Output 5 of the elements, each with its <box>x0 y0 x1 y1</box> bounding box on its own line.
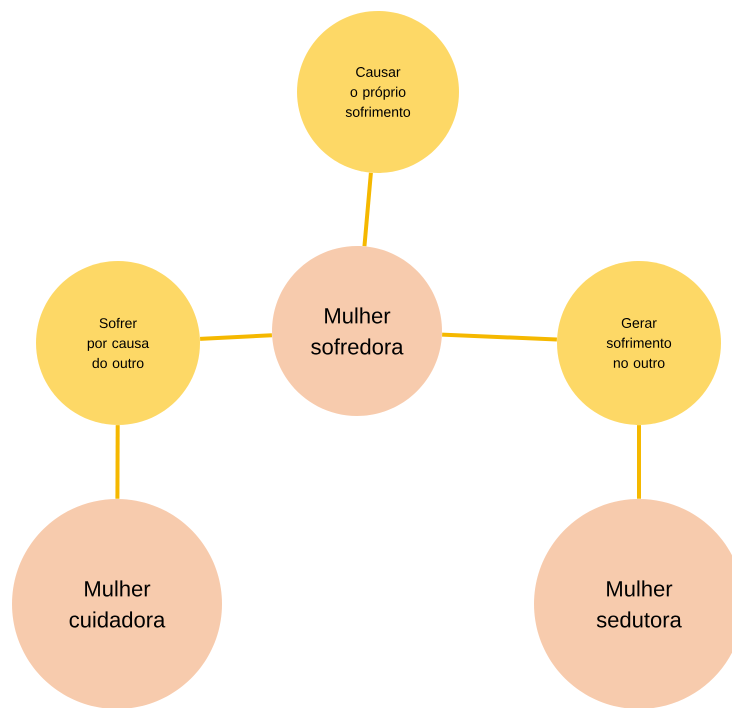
connector-line <box>442 332 557 342</box>
connector-line <box>200 333 272 341</box>
connector-line <box>637 425 641 499</box>
connector-line <box>362 172 373 246</box>
connector-line <box>115 425 120 499</box>
